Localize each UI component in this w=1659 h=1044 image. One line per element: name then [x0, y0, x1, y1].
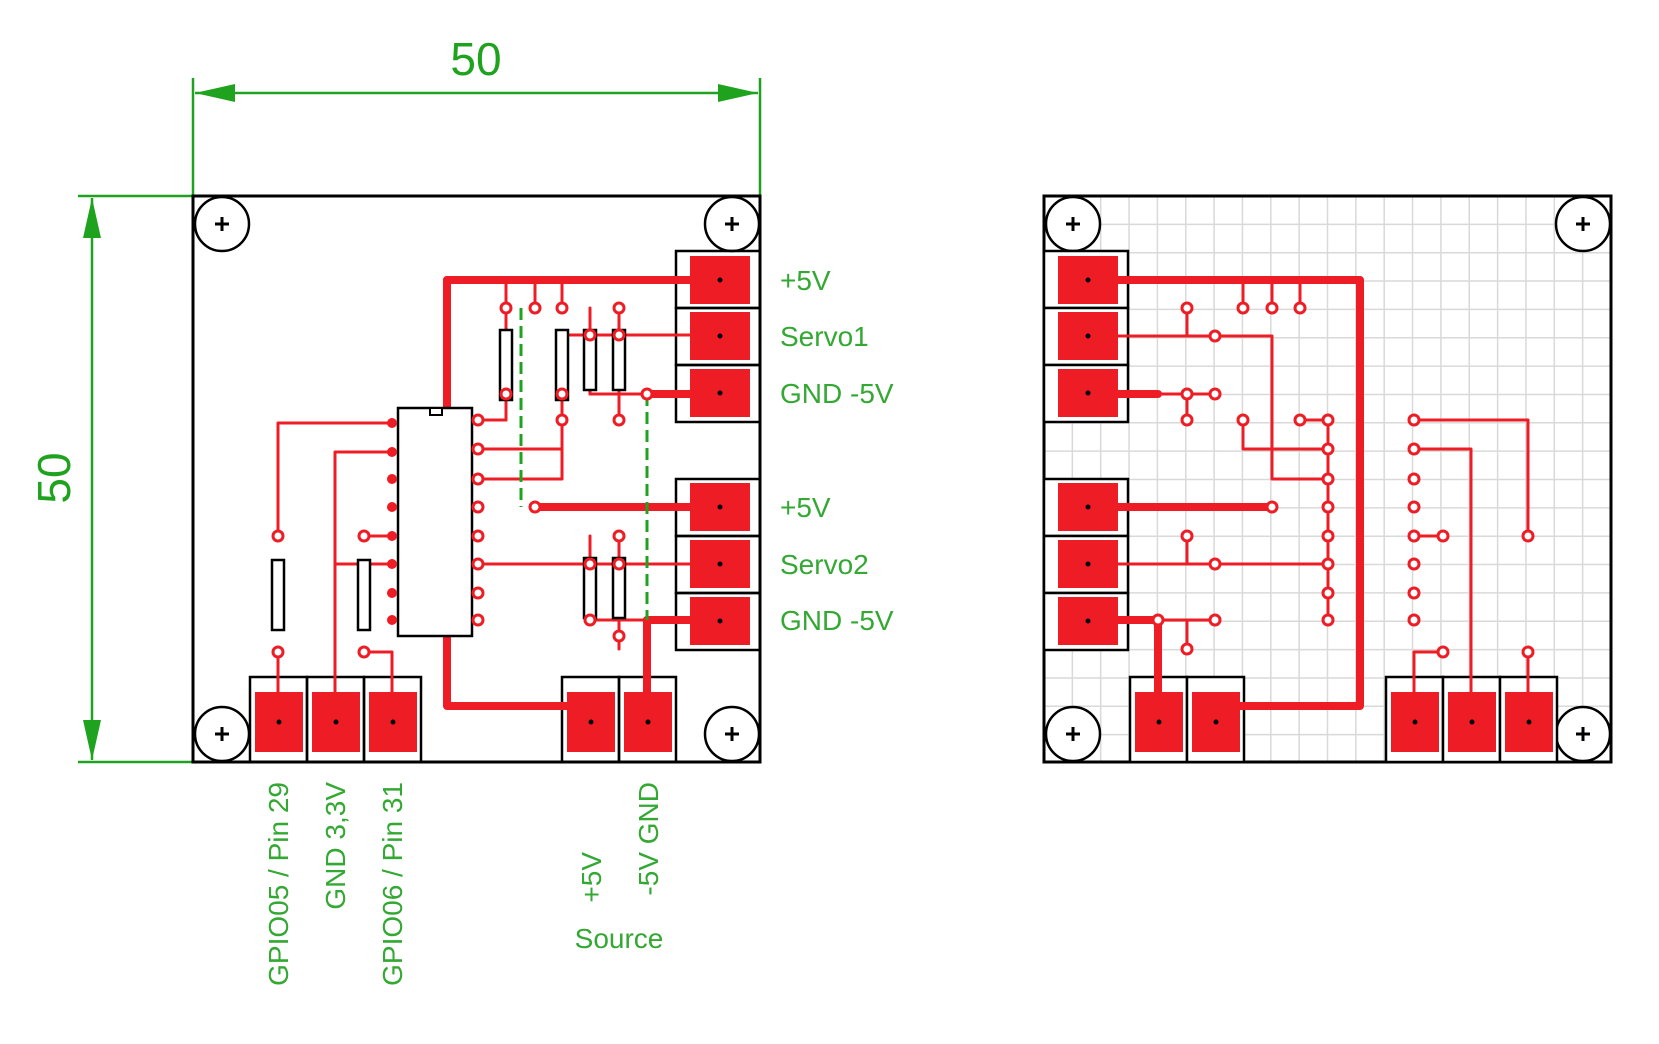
bottom-label-minus5v-gnd: -5V GND [633, 782, 664, 896]
bottom-label-gpio06: GPIO06 / Pin 31 [377, 782, 408, 986]
servo-connectors-left [674, 249, 762, 652]
connector-label-gnd-1: GND -5V [780, 378, 894, 409]
connector-label-servo2: Servo2 [780, 549, 869, 580]
width-dimension: 50 [450, 33, 501, 85]
connector-label-servo1: Servo1 [780, 321, 869, 352]
bottom-label-gnd33: GND 3,3V [320, 782, 351, 910]
bottom-label-gpio05: GPIO05 / Pin 29 [263, 782, 294, 986]
dimension-lines [78, 78, 762, 764]
connector-label-plus5v-1: +5V [780, 265, 831, 296]
component-side-board [191, 194, 762, 764]
connector-label-plus5v-2: +5V [780, 492, 831, 523]
bottom-label-plus5v: +5V [576, 852, 607, 903]
height-dimension: 50 [28, 452, 80, 503]
connector-label-gnd-2: GND -5V [780, 605, 894, 636]
copper-side-board [1042, 194, 1613, 764]
source-label: Source [575, 923, 664, 954]
